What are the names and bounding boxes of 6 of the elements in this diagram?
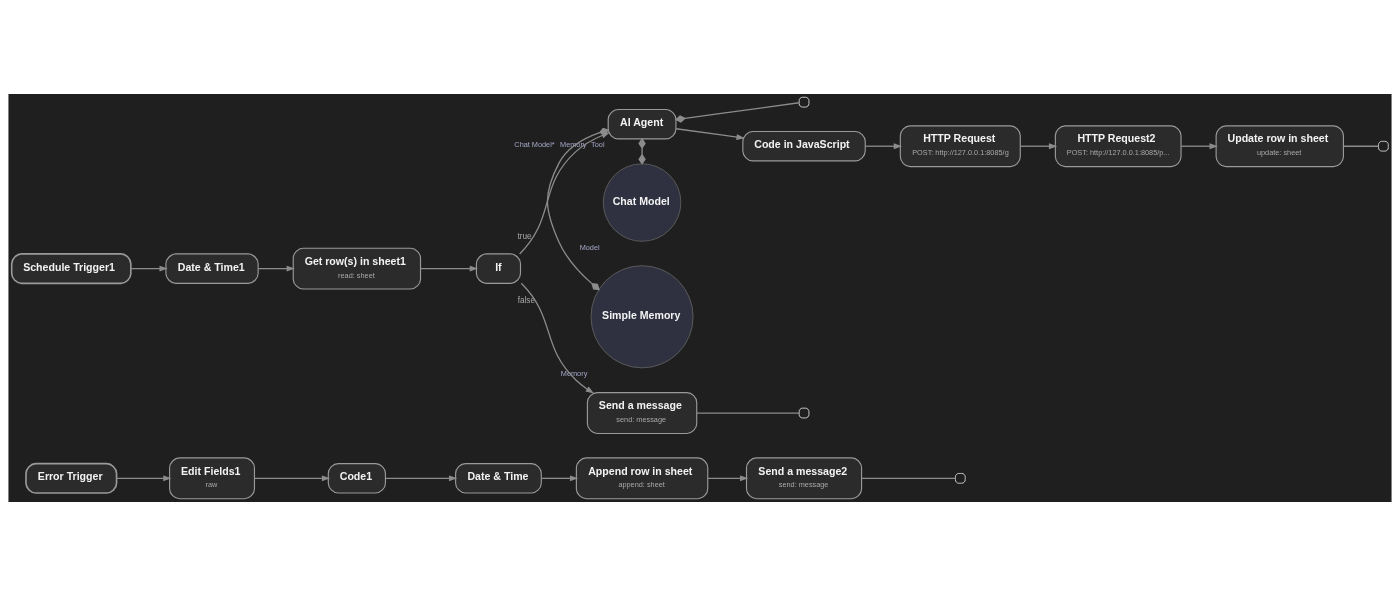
node-label: Memory xyxy=(560,369,588,379)
edge-label: true xyxy=(517,231,532,241)
node-label: Chat Model* xyxy=(514,140,555,150)
edge-label: false xyxy=(517,295,535,305)
node-label: Tool xyxy=(591,140,605,150)
node-label: Model xyxy=(579,242,600,252)
